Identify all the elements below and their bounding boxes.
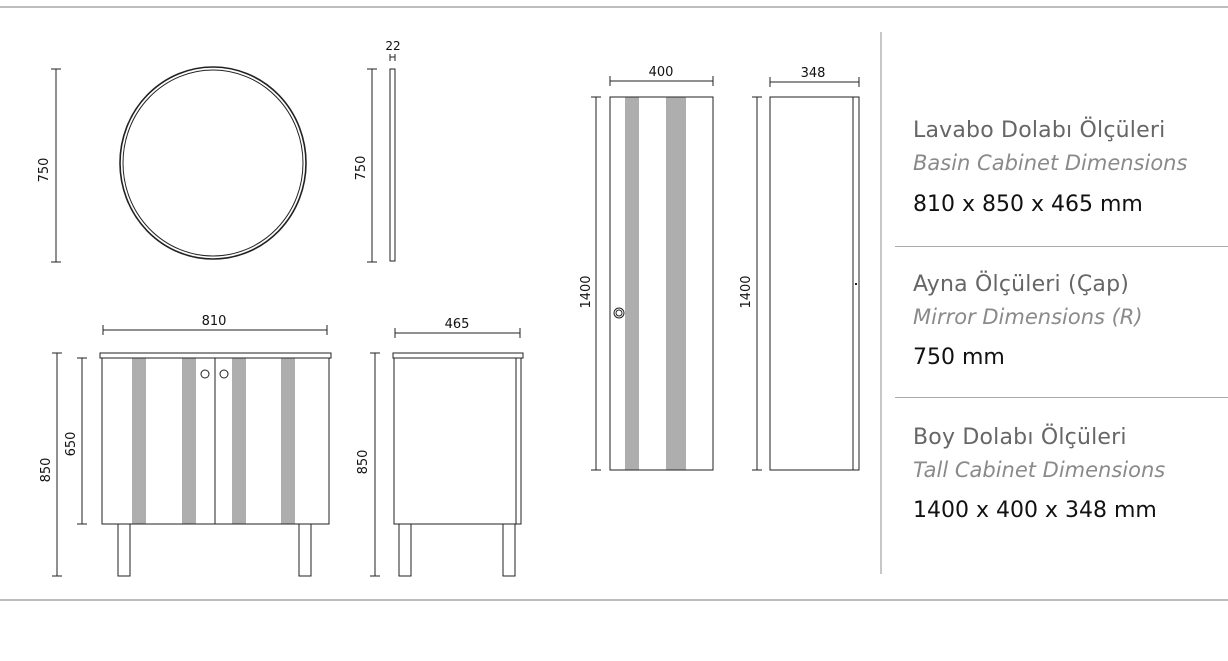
spec-tall-title-en: Tall Cabinet Dimensions xyxy=(913,458,1166,482)
spec-separator xyxy=(895,246,1228,247)
spec-tall-value: 1400 x 400 x 348 mm xyxy=(913,498,1157,523)
mirror-front-view xyxy=(119,66,307,260)
mirror-height-label: 750 xyxy=(37,158,52,183)
spec-tall-title-tr: Boy Dolabı Ölçüleri xyxy=(913,425,1127,450)
tall-side-height-label: 1400 xyxy=(739,275,754,308)
top-border xyxy=(0,6,1228,8)
spec-separator xyxy=(895,397,1228,398)
panel-divider xyxy=(880,32,882,574)
basin-cabinet-side-view xyxy=(392,352,524,577)
tall-depth-label: 348 xyxy=(801,66,826,81)
basin-side-height-label: 850 xyxy=(356,450,371,475)
spec-basin-value: 810 x 850 x 465 mm xyxy=(913,192,1143,217)
basin-depth-label: 465 xyxy=(445,317,470,332)
mirror-side-view: 750 22 xyxy=(354,39,401,263)
mirror-height-dimension: 750 xyxy=(37,68,61,263)
basin-width-label: 810 xyxy=(202,314,227,329)
tall-cabinet-side-view xyxy=(769,96,860,471)
mirror-side-height-label: 750 xyxy=(354,156,369,181)
spec-mirror-title-tr: Ayna Ölçüleri (Çap) xyxy=(913,272,1130,297)
basin-body-height-dimension: 650 xyxy=(64,357,87,525)
spec-mirror-value: 750 mm xyxy=(913,345,1005,370)
spec-mirror-title-en: Mirror Dimensions (R) xyxy=(913,305,1143,329)
basin-width-dimension: 810 xyxy=(102,314,328,335)
basin-height-dimension: 850 xyxy=(39,352,62,577)
basin-body-height-label: 650 xyxy=(64,432,79,457)
spec-basin-title-en: Basin Cabinet Dimensions xyxy=(913,151,1188,175)
tall-height-dimension: 1400 xyxy=(579,96,601,471)
tall-depth-dimension: 348 xyxy=(769,66,860,87)
basin-height-label: 850 xyxy=(39,458,54,483)
tall-side-height-dimension: 1400 xyxy=(739,96,762,471)
bottom-border xyxy=(0,599,1228,601)
basin-cabinet-front-view xyxy=(99,352,332,577)
tall-width-label: 400 xyxy=(649,65,674,80)
basin-depth-dimension: 465 xyxy=(394,317,521,338)
spec-basin-title-tr: Lavabo Dolabı Ölçüleri xyxy=(913,118,1166,143)
basin-side-height-dimension: 850 xyxy=(356,352,380,577)
technical-drawing: 750 750 22 810 850 650 xyxy=(37,39,860,577)
tall-cabinet-front-view xyxy=(609,96,714,471)
tall-height-label: 1400 xyxy=(579,275,594,308)
mirror-depth-label: 22 xyxy=(385,39,400,53)
tall-width-dimension: 400 xyxy=(609,65,714,86)
